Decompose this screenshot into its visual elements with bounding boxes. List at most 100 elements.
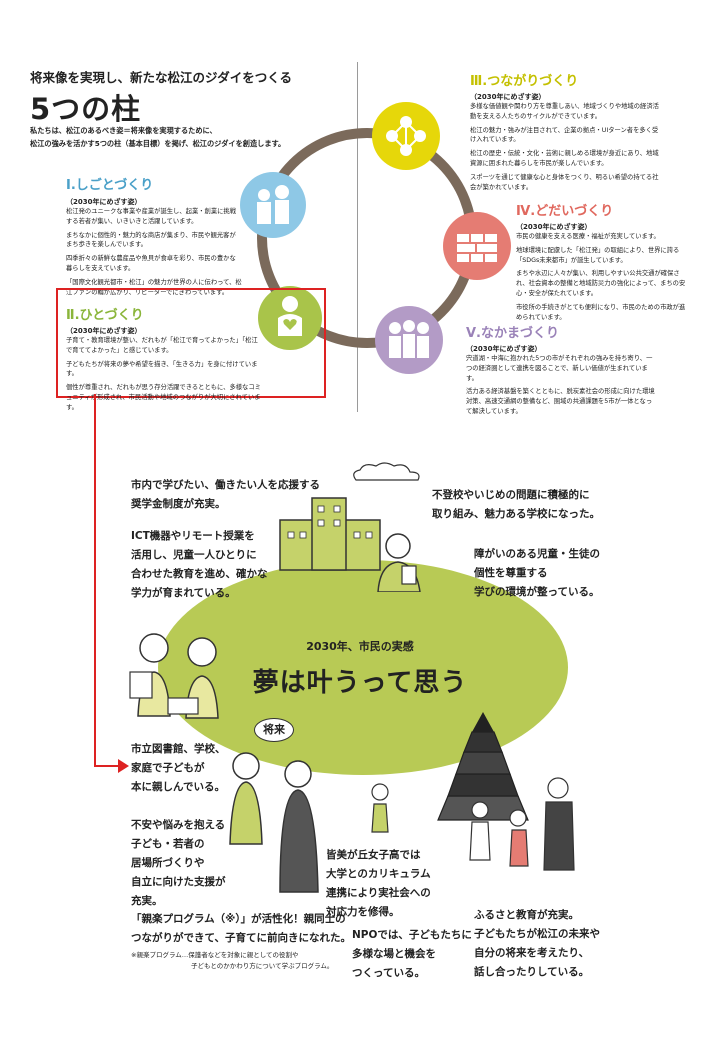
caption-youth-support-line-2: 子ども・若者の: [131, 838, 205, 850]
connector-line: [94, 394, 96, 766]
pillar-4-text-1: 市民の健康を支える医療・福祉が充実しています。: [516, 233, 660, 240]
header-description: 私たちは、松江のあるべき姿＝将来像を実現するために、 松江の強みを活かす5つの柱…: [30, 124, 350, 150]
caption-scholarship-line-1: 市内で学びたい、働きたい人を応援する: [131, 479, 320, 491]
pillar-5-goal: （2030年にめざす姿）: [466, 345, 542, 353]
pillar-2: Ⅱ.ひとづくり （2030年にめざす姿） 子育て・教育環境が整い、だれもが「松江…: [66, 304, 262, 417]
school-building-icon: [279, 497, 381, 571]
center-subtitle: 2030年、市民の実感: [306, 640, 414, 653]
caption-hometown-line-1: ふるさと教育が充実。: [474, 909, 579, 921]
caption-library-line-1: 市立図書館、学校、: [131, 743, 226, 755]
pillar-4-goal: （2030年にめざす姿）: [516, 223, 592, 231]
caption-hometown-line-4: 話し合ったりしている。: [474, 966, 590, 978]
pillar-2-text: 子育て・教育環境が整い、だれもが「松江で育ってよかった」「松江で育ててよかった」…: [66, 336, 262, 413]
cloud-1-icon: [353, 462, 420, 481]
arrow-right-icon: [118, 759, 129, 773]
caption-ict-line-4: 学力が育まれている。: [131, 587, 236, 599]
group-people-icon: [389, 320, 429, 358]
highlight-box: [56, 288, 326, 398]
caption-youth-support-line-5: 充実。: [131, 895, 163, 907]
caption-npo-line-3: つくっている。: [352, 967, 425, 979]
pillar-1-text-4: 「国際文化観光都市・松江」の魅力が世界の人に伝わって、松江ファンの輪が広がり、リ…: [66, 278, 242, 296]
caption-library: 市立図書館、学校、 家庭で子どもが 本に親しんでいる。: [131, 740, 226, 797]
family-figures-icon: [229, 752, 319, 893]
pillar-4-text-4: 市役所の手続きがとても便利になり、市民のための市政が進められています。: [516, 303, 686, 321]
pillar-5-title: Ⅴ.なかまづくり: [466, 326, 559, 341]
center-title: 夢は叶うって思う: [252, 668, 468, 698]
caption-scholarship: 市内で学びたい、働きたい人を応援する 奨学金制度が充実。: [131, 476, 320, 514]
caption-ict-line-3: 合わせた教育を進め、確かな: [131, 568, 268, 580]
pillar-1-text-2: まちなかに個性的・魅力的な商店が集まり、市民や観光客がまち歩きを楽しんでいます。: [66, 231, 236, 249]
pillar-4-text: 市民の健康を支える医療・福祉が充実しています。 地球環境に配慮した「松江発」の取…: [516, 232, 686, 322]
pillar-2-text-3: 個性が尊重され、だれもが思う存分活躍できるとともに、多様なコミュニティが形成され…: [66, 384, 261, 411]
pillar-5-circle: [375, 306, 443, 374]
caption-parenting: 「親楽プログラム（※）」が活性化！親同士の つながりができて、子育てに前向きにな…: [131, 910, 351, 948]
caption-hometown: ふるさと教育が充実。 子どもたちが松江の未来や 自分の将来を考えたり、 話し合っ…: [474, 906, 600, 982]
caption-parenting-line-1: 「親楽プログラム（※）」が活性化！親同士の: [131, 913, 346, 925]
children-tablet-icon: [129, 633, 219, 719]
header-desc-line-2: 松江の強みを活かす5つの柱（基本目標）を掲げ、松江のジダイを創造します。: [30, 139, 286, 148]
pillar-2-text-1: 子育て・教育環境が整い、だれもが「松江で育ってよかった」「松江で育ててよかった」…: [66, 337, 258, 354]
caption-youth-support: 不安や悩みを抱える 子ども・若者の 居場所づくりや 自立に向けた支援が 充実。: [131, 816, 226, 911]
caption-library-line-3: 本に親しんでいる。: [131, 781, 225, 793]
pillar-2-goal: （2030年にめざす姿）: [66, 327, 142, 335]
pillar-3-text-3: 松江の歴史・伝統・文化・芸術に親しめる環境が身近にあり、地域資源に囲まれた暮らし…: [470, 150, 659, 167]
header-title: 5つの柱: [30, 92, 142, 126]
pillar-4-text-3: まちや水辺に人々が集い、利用しやすい公共交通が確保され、社会資本の整備と地域防災…: [516, 270, 686, 297]
caption-school-issues: 不登校やいじめの問題に積極的に 取り組み、魅力ある学校になった。: [432, 486, 600, 524]
caption-youth-support-line-1: 不安や悩みを抱える: [131, 819, 226, 831]
caption-npo-line-1: NPOでは、子どもたちに: [352, 929, 472, 941]
pillar-1-circle: [240, 172, 306, 238]
caption-ict-line-1: ICT機器やリモート授業を: [131, 530, 255, 542]
caption-ict: ICT機器やリモート授業を 活用し、児童一人ひとりに 合わせた教育を進め、確かな…: [131, 527, 268, 603]
header-desc-line-1: 私たちは、松江のあるべき姿＝将来像を実現するために、: [30, 126, 217, 135]
network-icon: [386, 116, 426, 156]
pillar-1-text: 松江発のユニークな事業や産業が誕生し、起業・創業に挑戦する若者が集い、いきいきと…: [66, 207, 242, 297]
caption-youth-support-line-4: 自立に向けた支援が: [131, 876, 226, 888]
pillar-4: Ⅳ.どだいづくり （2030年にめざす姿） 市民の健康を支える医療・福祉が充実し…: [516, 200, 686, 326]
pillar-4-title: Ⅳ.どだいづくり: [516, 204, 614, 219]
pillar-4-circle: [443, 212, 511, 280]
caption-hometown-line-2: 子どもたちが松江の未来や: [474, 928, 600, 940]
pillar-3: Ⅲ.つながりづくり （2030年にめざす姿） 多様な価値観や関わり方を尊重しあい…: [470, 70, 660, 196]
caption-disability-line-2: 個性を尊重する: [474, 567, 548, 579]
pillar-3-text-1: 多様な価値観や関わり方を尊重しあい、地域づくりや地域の経済活動を支える人たちのサ…: [470, 103, 659, 120]
pillar-3-text-2: 松江の魅力・強みが注目されて、企業の拠点・UIターン者を多く受け入れています。: [470, 126, 659, 144]
pillar-1-goal: （2030年にめざす姿）: [66, 198, 142, 206]
pillar-5-text-2: 活力ある経済基盤を築くとともに、脱炭素社会の形成に向けた環境対策、高速交通網の整…: [466, 388, 655, 415]
pillar-3-text: 多様な価値観や関わり方を尊重しあい、地域づくりや地域の経済活動を支える人たちのサ…: [470, 102, 660, 192]
pillar-3-goal: （2030年にめざす姿）: [470, 93, 546, 101]
caption-high-school-line-2: 大学とのカリキュラム: [326, 868, 431, 880]
teacher-figure-icon: [377, 533, 421, 592]
caption-npo-line-2: 多様な場と機会を: [352, 948, 436, 960]
caption-high-school: 皆美が丘女子高では 大学とのカリキュラム 連携により実社会への 対応力を修得。: [326, 846, 431, 922]
speech-bubble: 将来: [254, 718, 294, 742]
caption-disability-line-3: 学びの環境が整っている。: [474, 586, 600, 598]
pillar-1-text-1: 松江発のユニークな事業や産業が誕生し、起業・創業に挑戦する若者が集い、いきいきと…: [66, 208, 237, 225]
pillar-2-circle: [258, 286, 322, 350]
caption-ict-line-2: 活用し、児童一人ひとりに: [131, 549, 257, 561]
caption-school-issues-line-2: 取り組み、魅力ある学校になった。: [432, 508, 600, 520]
pillar-1-title: Ⅰ.しごとづくり: [66, 178, 154, 193]
pillar-2-text-2: 子どもたちが将来の夢や希望を描き、「生きる力」を身に付けています。: [66, 360, 258, 378]
pillar-2-title: Ⅱ.ひとづくり: [66, 308, 144, 323]
workers-icon: [257, 185, 289, 224]
caption-library-line-2: 家庭で子どもが: [131, 762, 205, 774]
pillar-1: Ⅰ.しごとづくり （2030年にめざす姿） 松江発のユニークな事業や産業が誕生し…: [66, 174, 242, 301]
pillar-4-text-2: 地球環境に配慮した「松江発」の取組により、世界に誇る「SDGs未来都市」が誕生し…: [516, 246, 680, 264]
pillar-1-text-3: 四季折々の新鮮な農産品や魚貝が食卓を彩り、市民の豊かな暮らしを支えています。: [66, 255, 236, 272]
header-subtitle: 将来像を実現し、新たな松江のジダイをつくる: [30, 70, 293, 85]
connector-arrow-line: [94, 765, 120, 767]
caption-disability: 障がいのある児童・生徒の 個性を尊重する 学びの環境が整っている。: [474, 545, 600, 602]
caption-high-school-line-1: 皆美が丘女子高では: [326, 849, 421, 861]
pillar-5-text: 宍道湖・中海に抱かれた5つの市がそれぞれの強みを持ち寄り、一つの経済圏として連携…: [466, 354, 658, 417]
caption-npo: NPOでは、子どもたちに 多様な場と機会を つくっている。: [352, 926, 472, 983]
pillar-5-text-1: 宍道湖・中海に抱かれた5つの市がそれぞれの強みを持ち寄り、一つの経済圏として連携…: [466, 355, 653, 382]
caption-scholarship-line-2: 奨学金制度が充実。: [131, 498, 226, 510]
caption-parenting-note-line-2: 子どもとのかかわり方について学ぶプログラム。: [191, 962, 334, 970]
people-group-icon: [371, 777, 575, 871]
caption-parenting-line-2: つながりができて、子育てに前向きになれた。: [131, 932, 351, 944]
stone-wall-icon: [457, 234, 497, 262]
caption-youth-support-line-3: 居場所づくりや: [131, 857, 205, 869]
caption-high-school-line-3: 連携により実社会への: [326, 887, 431, 899]
center-blob: [158, 560, 568, 775]
